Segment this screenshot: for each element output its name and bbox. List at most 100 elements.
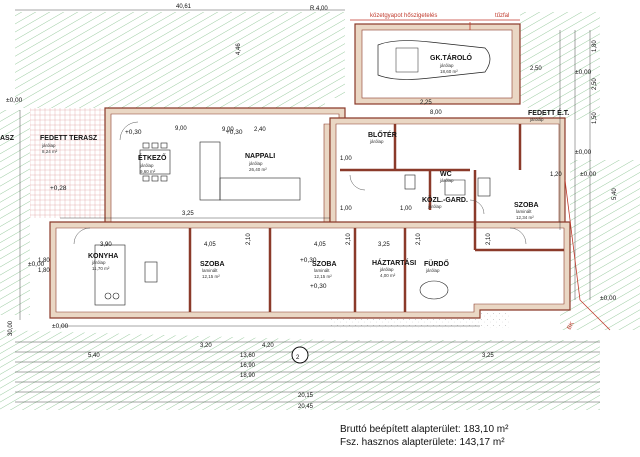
room-name-konyha: KONYHA (88, 253, 118, 260)
dim-label: 2,50 (592, 78, 598, 90)
room-name-terasz-left: ASZ (0, 135, 15, 142)
room-floor-szoba-e: laminált (516, 209, 532, 214)
dim-label: 2,40 (254, 127, 266, 133)
room-floor-szoba2: laminált (314, 268, 330, 273)
room-area-nappali: 26,40 m² (249, 167, 267, 172)
room-area-haztartasi: 4,00 m² (380, 273, 396, 278)
dim-label: 2,10 (246, 233, 252, 245)
room-area-szoba-e: 12,34 m² (516, 215, 534, 220)
dim-label: 2,50 (530, 66, 542, 72)
dim-label: 16,90 (240, 363, 256, 369)
landscape-hatch (0, 12, 640, 410)
dim-label: 4,05 (314, 242, 326, 248)
dim-label: 1,80 (38, 268, 50, 274)
section-tag-circle (291, 346, 309, 364)
level-marker: +0,30 (300, 257, 317, 264)
room-floor-haztartasi: járólap (379, 267, 394, 272)
living-furniture (199, 141, 301, 201)
level-marker: ±0,00 (52, 323, 69, 330)
door-swings (73, 121, 527, 245)
room-area-terasz: 8,24 m² (42, 149, 58, 154)
room-name-wc: WC (440, 171, 452, 178)
dim-label: 20,15 (298, 393, 314, 399)
room-floor-fedett-et: járólap (529, 117, 544, 122)
room-name-etkezo: ÉTKEZŐ (138, 153, 167, 162)
kitchen-counter (94, 244, 158, 306)
room-floor-nappali: járólap (248, 161, 263, 166)
dim-label: 1,00 (340, 206, 352, 212)
level-marker: +0,30 (226, 129, 243, 136)
room-floor-gk: járólap (439, 63, 454, 68)
dim-label: 2,10 (416, 233, 422, 245)
dim-label: 4,05 (204, 242, 216, 248)
room-floor-etkezo: járólap (139, 163, 154, 168)
level-markers: ±0,00 +0,30 +0,30 +0,30 +0,28 ±0,00 ±0,0… (6, 69, 617, 330)
dim-label: 3,25 (482, 353, 494, 359)
room-floor-kozl: járólap (427, 204, 442, 209)
level-marker: ±0,00 (600, 295, 617, 302)
radius-label: R 4,00 (310, 6, 328, 12)
level-marker: ±0,00 (6, 97, 23, 104)
room-area-gk: 18,60 m² (440, 69, 458, 74)
dim-label: 8,00 (430, 110, 442, 116)
dim-label: 1,00 (400, 206, 412, 212)
level-marker: ±0,00 (575, 69, 592, 76)
dim-label: 1,80 (592, 40, 598, 52)
room-name-szoba1: SZOBA (200, 261, 225, 268)
room-floor-konyha: járólap (91, 260, 106, 265)
dim-label: 1,50 (592, 112, 598, 124)
dining-table (139, 142, 171, 182)
room-area-szoba2: 12,15 m² (314, 274, 332, 279)
net-area-text: Fsz. hasznos alapterülete: 143,17 m² (340, 437, 505, 448)
top-red-note-b: tűzfal (495, 13, 509, 19)
dim-label: 9,00 (222, 127, 234, 133)
room-name-furdo: FÜRDŐ (424, 259, 449, 268)
dim-label: 3,25 (182, 211, 194, 217)
room-name-gk: GK.TÁROLÓ (430, 53, 473, 62)
room-name-fedett-et: FEDETT É.T. (528, 108, 569, 117)
section-tag-number: 2 (296, 355, 300, 361)
level-marker: +0,28 (50, 185, 67, 192)
room-name-haztartasi: HÁZTARTÁSI (372, 258, 416, 267)
dim-label: 30,00 (8, 320, 14, 336)
dim-label: 3,20 (200, 343, 212, 349)
dim-label: 3,90 (100, 242, 112, 248)
level-marker: ±0,00 (575, 149, 592, 156)
level-marker: +0,30 (310, 283, 327, 290)
room-name-nappali: NAPPALI (245, 153, 275, 160)
dim-label: 2,10 (346, 233, 352, 245)
level-marker: +0,30 (125, 129, 142, 136)
dim-label: 18,90 (240, 373, 256, 379)
dim-label: 3,25 (378, 242, 390, 248)
room-name-terasz: FEDETT TERASZ (40, 135, 98, 142)
dim-label: 20,45 (298, 404, 314, 410)
dim-label: 2,25 (420, 100, 432, 106)
top-red-note-a: közetgyapot hőszigetelés (370, 13, 437, 19)
room-labels: GK.TÁROLÓ járólap 18,60 m² FEDETT TERASZ… (0, 53, 569, 279)
dim-label: 1,80 (38, 258, 50, 264)
dimension-labels-h: 3,25 3,90 4,05 4,05 3,25 9,00 2,40 1,00 … (88, 66, 542, 410)
level-marker: ±0,00 (28, 261, 45, 268)
room-area-konyha: 11,70 m² (92, 266, 110, 271)
room-area-szoba1: 12,15 m² (202, 274, 220, 279)
bath-fixtures (404, 174, 491, 300)
dim-label: 9,00 (175, 126, 187, 132)
terrace-tiles (30, 108, 105, 218)
gross-area-text: Bruttó beépített alapterület: 183,10 m² (340, 424, 509, 435)
top-other-note: 4,46 (236, 43, 242, 55)
room-floor-wc: járólap (439, 178, 454, 183)
room-name-szoba-e: SZOBA (514, 202, 539, 209)
dim-label: 1,20 (550, 172, 562, 178)
room-name-kozl: KÖZL.-GARD. (422, 195, 468, 204)
section-mark: BK (567, 321, 576, 331)
dim-label: 1,00 (340, 156, 352, 162)
room-floor-bloter: járólap (369, 139, 384, 144)
top-dimension: 40,61 (176, 4, 192, 10)
room-floor-szoba1: laminált (202, 268, 218, 273)
room-name-szoba2: SZOBA (312, 261, 337, 268)
room-area-etkezo: 9,60 m² (140, 169, 156, 174)
dim-label: 4,20 (262, 343, 274, 349)
dim-label: 5,40 (88, 353, 100, 359)
